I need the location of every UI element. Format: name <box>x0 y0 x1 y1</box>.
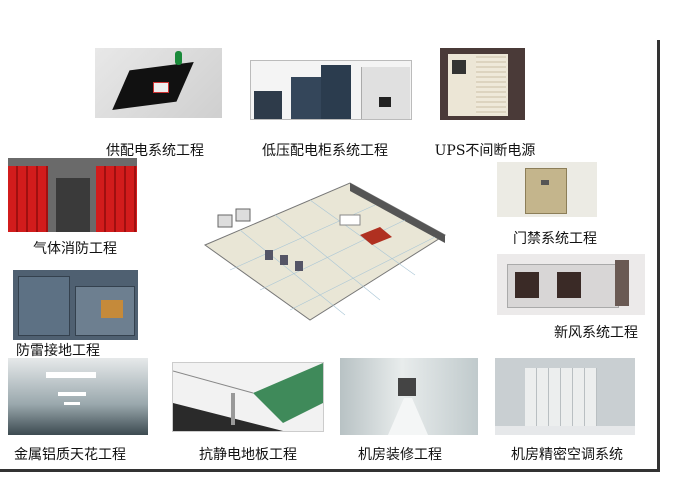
item-label: 抗静电地板工程 <box>199 447 297 463</box>
lightning-grounding-image <box>13 270 138 340</box>
item-label: 机房装修工程 <box>358 447 442 463</box>
item-label: UPS不间断电源 <box>434 143 536 159</box>
item-label: 气体消防工程 <box>33 241 117 257</box>
gas-fire-suppression-image <box>8 158 137 232</box>
ups-image <box>440 48 525 120</box>
anti-static-floor-image <box>172 362 324 432</box>
item-label: 金属铝质天花工程 <box>14 447 126 463</box>
item-label: 供配电系统工程 <box>106 143 204 159</box>
precision-ac-image <box>495 358 635 435</box>
item-label: 机房精密空调系统 <box>511 447 623 463</box>
low-voltage-cabinet-image <box>250 60 412 120</box>
room-decoration-image <box>340 358 478 435</box>
item-label: 新风系统工程 <box>554 325 638 341</box>
frame-border-bottom <box>0 469 660 472</box>
item-label: 低压配电柜系统工程 <box>262 143 388 159</box>
access-control-image <box>497 162 597 217</box>
fresh-air-system-image <box>497 254 645 315</box>
item-label: 门禁系统工程 <box>513 231 597 247</box>
item-label: 防雷接地工程 <box>16 343 100 359</box>
frame-border-right <box>657 40 660 472</box>
aluminum-ceiling-image <box>8 358 148 435</box>
data-center-3d-layout-image <box>200 175 450 323</box>
power-distribution-image <box>95 48 222 118</box>
